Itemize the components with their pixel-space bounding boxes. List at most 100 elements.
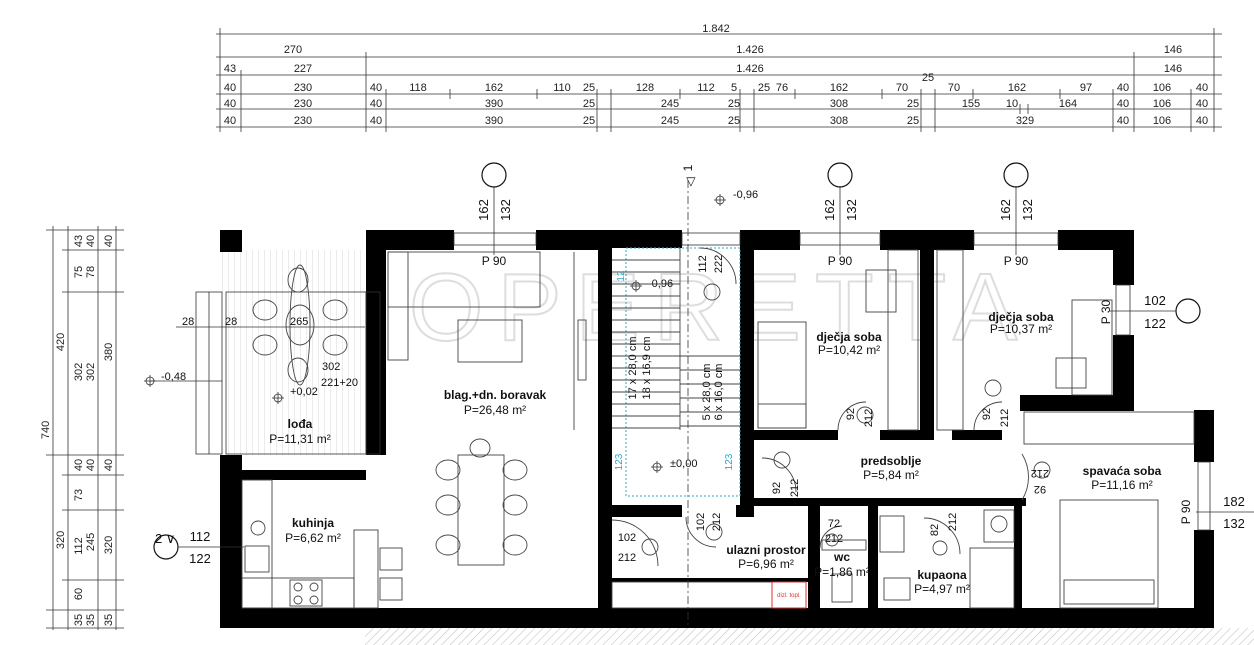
door-width: 92 bbox=[845, 408, 857, 420]
window-width: 102 bbox=[1144, 293, 1166, 308]
window-height: 162 bbox=[822, 199, 837, 221]
window-width: 112 bbox=[190, 529, 211, 544]
window-width: 132 bbox=[498, 199, 513, 221]
dim-text: 40 bbox=[1196, 98, 1208, 110]
dim-text: 155 bbox=[962, 98, 980, 110]
dim-text: 118 bbox=[409, 82, 427, 94]
window-callout-right: P 30 102 122 bbox=[1099, 293, 1201, 331]
window-type: P 90 bbox=[482, 254, 507, 268]
dim-text: 40 bbox=[73, 459, 85, 471]
door-dim: 112 bbox=[697, 255, 709, 273]
watermark: OPERETTA bbox=[409, 254, 1031, 361]
dim-text: 329 bbox=[1016, 115, 1034, 127]
dim-text: 420 bbox=[55, 333, 67, 351]
dim-text: 70 bbox=[896, 82, 908, 94]
room-name: spavaća soba bbox=[1083, 464, 1162, 478]
door-height: 212 bbox=[711, 513, 723, 531]
room-area: P=10,42 m² bbox=[818, 343, 880, 357]
room-name: predsoblje bbox=[861, 454, 922, 468]
stair-spec: 6 x 16,0 cm bbox=[713, 364, 725, 421]
heater-label: dizl. topl. bbox=[777, 593, 801, 599]
dim-text: 40 bbox=[224, 98, 236, 110]
loggia-dim-d: 302 bbox=[322, 361, 340, 373]
window-callout: 162 132 P 90 bbox=[998, 162, 1035, 268]
dim-text: 245 bbox=[661, 98, 679, 110]
section-mark: 1 bbox=[681, 164, 695, 171]
dim-text: 70 bbox=[948, 82, 960, 94]
dim-text: 128 bbox=[636, 82, 654, 94]
door-height: 212 bbox=[947, 513, 959, 531]
dim-text: 106 bbox=[1153, 98, 1171, 110]
section-arrow: 2 ∨ bbox=[155, 531, 175, 546]
dim-text: 146 bbox=[1164, 44, 1182, 56]
dim-text: 10 bbox=[1006, 98, 1018, 110]
window-width: 132 bbox=[844, 199, 859, 221]
hall: predsoblje P=5,84 m² 92 212 bbox=[761, 451, 922, 497]
window-width: 182 bbox=[1223, 494, 1245, 509]
room-area: P=11,16 m² bbox=[1091, 478, 1152, 492]
dim-text: 320 bbox=[103, 536, 115, 554]
dim-text: 106 bbox=[1153, 82, 1171, 94]
loggia-dim-b: 28 bbox=[225, 316, 237, 328]
level-label: -0,96 bbox=[733, 189, 758, 201]
window-type: P 90 bbox=[1179, 499, 1193, 524]
door-width-rotated: 92 bbox=[1034, 483, 1046, 495]
dim-text: 110 bbox=[553, 82, 571, 94]
dim-text: 390 bbox=[485, 98, 503, 110]
dim-text: 302 bbox=[73, 363, 85, 381]
dim-text: 40 bbox=[85, 235, 97, 247]
wc: wc P=1,86 m² 72 212 bbox=[814, 518, 870, 603]
dim-text: 60 bbox=[73, 588, 85, 600]
room-name: blag.+dn. boravak bbox=[444, 388, 547, 402]
dim-text: 270 bbox=[284, 44, 302, 56]
door-width: 102 bbox=[695, 513, 707, 531]
dim-text: 106 bbox=[1153, 115, 1171, 127]
room-name: kupaona bbox=[917, 568, 967, 582]
window-height: 132 bbox=[1223, 516, 1245, 531]
dim-text: 25 bbox=[907, 115, 919, 127]
door-width: 72 bbox=[828, 518, 840, 530]
room-name: kuhinja bbox=[292, 516, 334, 530]
bathroom: kupaona P=4,97 m² 82 212 bbox=[879, 509, 1015, 609]
bedroom: spavaća soba P=11,16 m² 212 92 bbox=[1021, 411, 1195, 609]
dim-total-height: 740 bbox=[40, 421, 52, 439]
loggia-dim-e: 221+20 bbox=[321, 377, 358, 389]
dim-text: 25 bbox=[728, 98, 740, 110]
room-name: dječja soba bbox=[816, 330, 882, 344]
dim-text: 112 bbox=[73, 537, 85, 555]
walls bbox=[220, 230, 1214, 628]
dim-text: 1.426 bbox=[736, 44, 764, 56]
dim-total-width: 1.842 bbox=[702, 23, 730, 35]
loggia-dim-a: 28 bbox=[182, 316, 194, 328]
room-name: wc bbox=[833, 550, 850, 564]
dim-text: 146 bbox=[1164, 63, 1182, 75]
children-room-1: dječja soba P=10,42 m² 92 212 bbox=[757, 249, 919, 431]
dim-text: 40 bbox=[85, 459, 97, 471]
door-width: 92 bbox=[981, 408, 993, 420]
dim-text: 320 bbox=[55, 531, 67, 549]
window-height: 162 bbox=[998, 199, 1013, 221]
dim-text: 25 bbox=[907, 98, 919, 110]
door-height-rotated: 212 bbox=[1031, 467, 1049, 479]
dim-text: 40 bbox=[103, 235, 115, 247]
door-width: 82 bbox=[929, 524, 941, 536]
window-width: 132 bbox=[1020, 199, 1035, 221]
dim-text: 40 bbox=[224, 82, 236, 94]
level-label: ±0,00 bbox=[670, 458, 697, 470]
room-area: P=10,37 m² bbox=[990, 322, 1052, 336]
dim-text: 35 bbox=[103, 614, 115, 626]
window-callout-left: 112 122 2 ∨ bbox=[153, 529, 244, 566]
dim-text: 25 bbox=[583, 98, 595, 110]
stair-spec: 5 x 28,0 cm bbox=[701, 364, 713, 421]
dim-text: 112 bbox=[697, 82, 715, 94]
door-height: 212 bbox=[863, 409, 875, 427]
dim-text: 162 bbox=[485, 82, 503, 94]
dim-text: 73 bbox=[73, 489, 85, 501]
ground-hatch bbox=[365, 628, 1254, 645]
dim-text: 227 bbox=[294, 63, 312, 75]
dim-text: 75 bbox=[73, 266, 85, 278]
dim-text: 40 bbox=[1117, 82, 1129, 94]
level-label: +0,02 bbox=[290, 386, 318, 398]
window-height: 122 bbox=[1144, 316, 1166, 331]
